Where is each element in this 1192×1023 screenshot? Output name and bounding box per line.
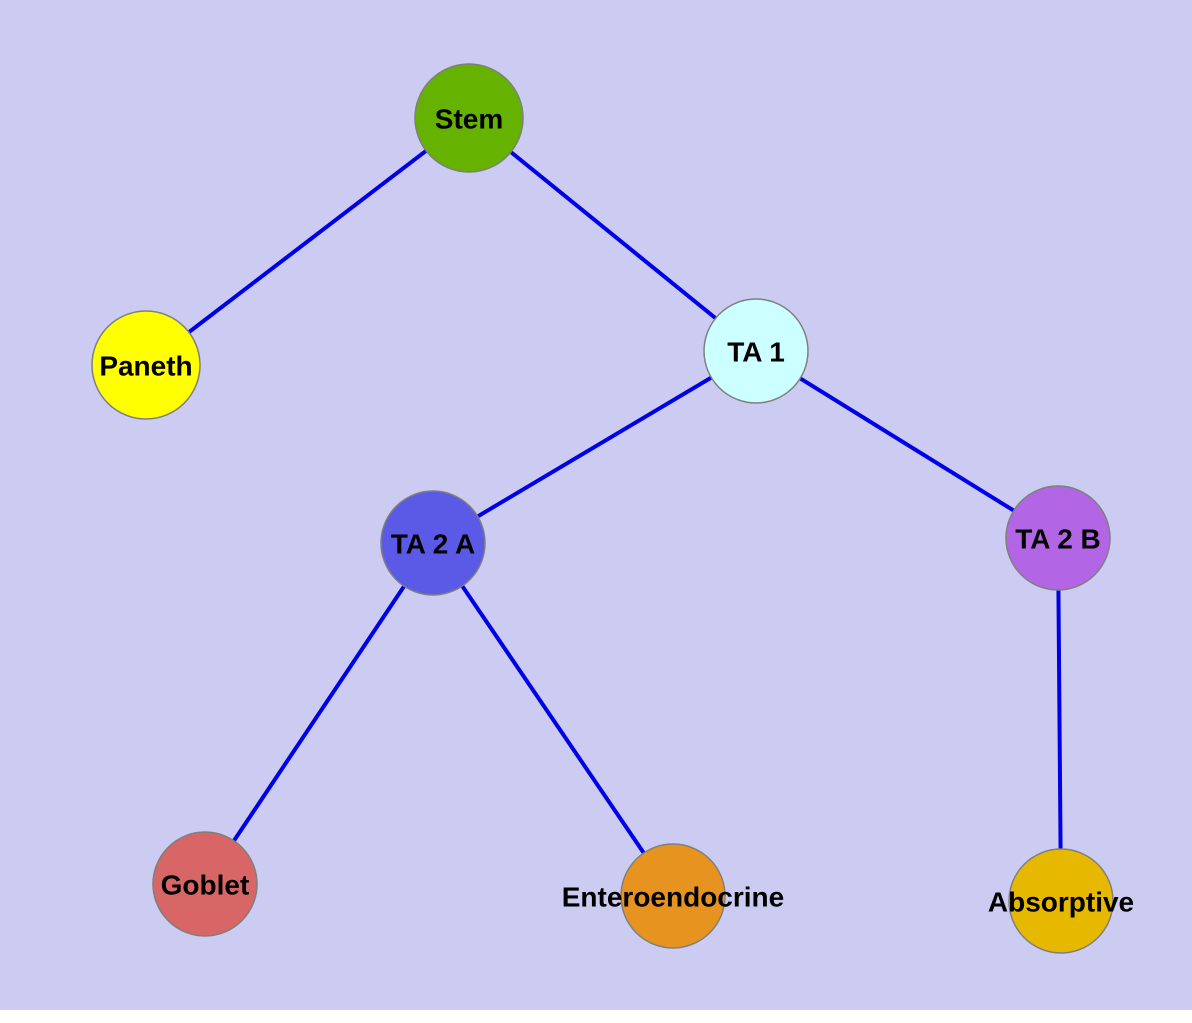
edge-ta2a-goblet — [203, 541, 435, 886]
node-enteroendocrine — [620, 843, 726, 949]
node-paneth — [91, 310, 201, 420]
edge-ta2a-enteroendocrine — [431, 541, 675, 898]
edges-layer — [144, 116, 1063, 903]
edge-stem-ta1 — [467, 116, 758, 353]
edge-ta1-ta2b — [754, 349, 1060, 540]
edge-ta1-ta2a — [431, 349, 758, 545]
node-ta2b — [1005, 485, 1111, 591]
node-ta1 — [703, 298, 809, 404]
nodes-layer — [91, 63, 1114, 954]
node-stem — [414, 63, 524, 173]
node-absorptive — [1008, 848, 1114, 954]
edge-ta2b-absorptive — [1056, 536, 1063, 903]
node-goblet — [152, 831, 258, 937]
node-ta2a — [380, 490, 486, 596]
edge-stem-paneth — [144, 116, 471, 367]
